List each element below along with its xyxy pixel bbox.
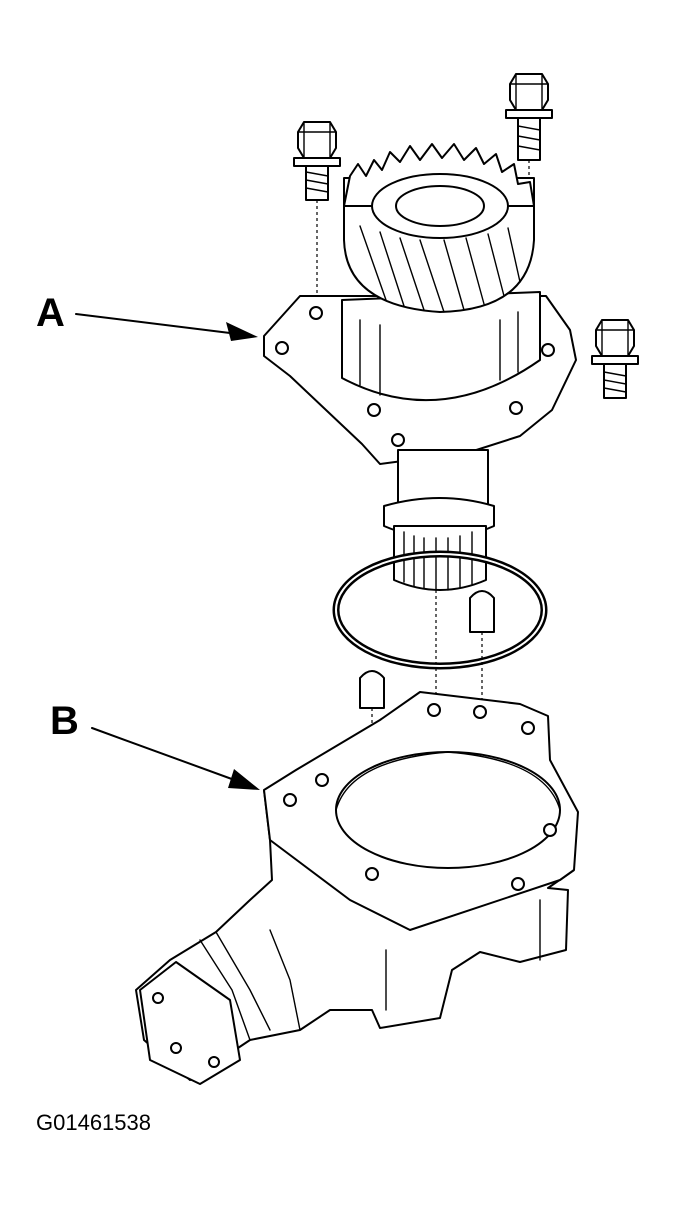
callout-b-label: B xyxy=(50,699,79,743)
housing xyxy=(135,691,579,1085)
flange-bolt-far-right xyxy=(591,319,639,399)
o-ring xyxy=(332,550,548,670)
gear-holder-assembly xyxy=(263,143,577,860)
flange-bolt-left xyxy=(293,121,341,310)
dowel-pin-right xyxy=(469,590,495,706)
flange-bolt-right xyxy=(505,73,553,250)
callout-a-label: A xyxy=(36,291,65,335)
figure-id: G01461538 xyxy=(36,1110,151,1135)
callout-a-arrowhead xyxy=(226,322,258,341)
callout-a: A xyxy=(36,291,258,341)
callout-b-arrowhead xyxy=(228,769,260,790)
callout-b: B xyxy=(50,699,260,790)
